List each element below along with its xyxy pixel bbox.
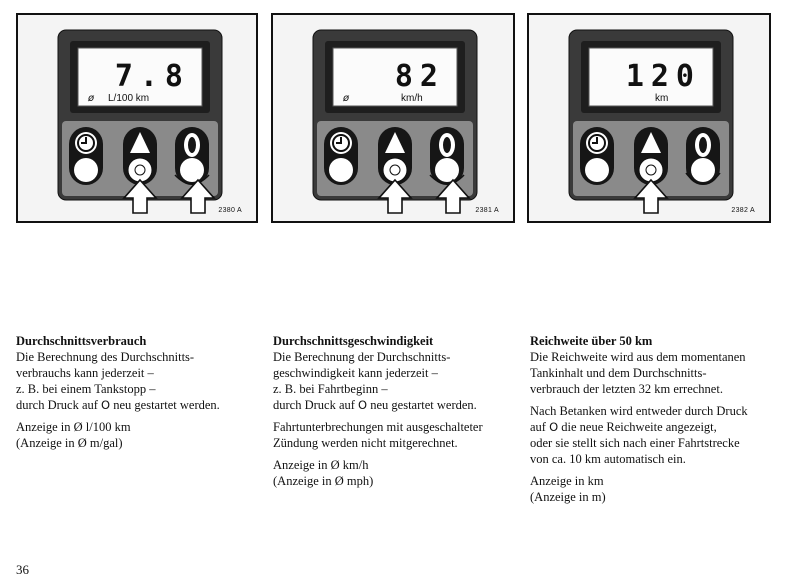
up-arrow-icon	[377, 178, 413, 214]
press-indicator	[174, 174, 210, 185]
up-arrow-icon	[180, 178, 216, 214]
text-line: z. B. bei Fahrtbeginn –	[273, 382, 388, 396]
button-cap	[74, 158, 98, 182]
lcd-screen	[77, 47, 203, 107]
average-symbol: ø	[342, 93, 350, 104]
text-line: oder sie stellt sich nach einer Fahrtstr…	[530, 436, 740, 450]
lcd-screen	[588, 47, 714, 107]
display-value: 82	[395, 59, 445, 94]
text-line: Anzeige in Ø km/h	[273, 458, 369, 472]
trip-computer-illustration: 82 ø km/h	[312, 29, 478, 214]
display-unit: L/100 km	[108, 93, 149, 104]
button-cap	[691, 158, 715, 182]
average-symbol: ø	[87, 93, 95, 104]
text-line: geschwindigkeit kann jederzeit –	[273, 366, 438, 380]
press-indicator	[429, 174, 465, 185]
display-value: 120	[626, 59, 701, 94]
text-line: auf O die neue Reichweite angezeigt,	[530, 420, 717, 434]
text-line: verbrauchs kann jederzeit –	[16, 366, 154, 380]
text-line: Die Berechnung des Durchschnitts-	[16, 350, 195, 364]
figure-average-speed: 82 ø km/h 2381 A	[271, 13, 515, 223]
text-line: Nach Betanken wird entweder durch Druck	[530, 404, 748, 418]
text-line: Die Reichweite wird aus dem momentanen	[530, 350, 746, 364]
text-line: durch Druck auf O neu gestartet werden.	[16, 398, 220, 412]
section-heading: Reichweite über 50 km	[530, 334, 653, 348]
lcd-screen	[332, 47, 458, 107]
figure-code: 2382 A	[731, 207, 755, 214]
reset-key-symbol: O	[101, 398, 111, 412]
text-line: Zündung werden nicht mitgerechnet.	[273, 436, 458, 450]
text-line: (Anzeige in m)	[530, 490, 606, 504]
text-line: Anzeige in Ø l/100 km	[16, 420, 131, 434]
press-indicator	[685, 172, 721, 185]
section-average-consumption: Durchschnittsverbrauch Die Berechnung de…	[16, 333, 220, 457]
button-cap	[585, 158, 609, 182]
trip-computer-illustration: 7.8 ø L/100 km	[57, 29, 223, 214]
figure-code: 2381 A	[475, 207, 499, 214]
page-number: 36	[16, 562, 29, 577]
reset-key-symbol: O	[549, 420, 559, 434]
section-range: Reichweite über 50 km Die Reichweite wir…	[530, 333, 748, 511]
text-line: (Anzeige in Ø m/gal)	[16, 436, 123, 450]
text-line: Tankinhalt und dem Durchschnitts-	[530, 366, 707, 380]
display-unit: km/h	[401, 93, 423, 104]
text-line: Die Berechnung der Durchschnitts-	[273, 350, 451, 364]
section-average-speed: Durchschnittsgeschwindigkeit Die Berechn…	[273, 333, 483, 495]
text-line: (Anzeige in Ø mph)	[273, 474, 374, 488]
button-cap	[329, 158, 353, 182]
up-arrow-icon	[435, 178, 471, 214]
up-arrow-icon	[122, 178, 158, 214]
up-triangle-icon	[641, 132, 661, 153]
text-line: Fahrtunterbrechungen mit ausgeschalteter	[273, 420, 483, 434]
button-cap	[435, 158, 459, 182]
figure-code: 2380 A	[218, 207, 242, 214]
up-arrow-icon	[633, 178, 669, 214]
up-triangle-icon	[385, 132, 405, 153]
text-line: durch Druck auf O neu gestartet werden.	[273, 398, 477, 412]
text-line: von ca. 10 km automatisch ein.	[530, 452, 686, 466]
display-unit: km	[655, 93, 668, 104]
figure-average-consumption: 7.8 ø L/100 km 2380 A	[16, 13, 258, 223]
text-line: verbrauch der letzten 32 km errechnet.	[530, 382, 723, 396]
text-line: z. B. bei einem Tankstopp –	[16, 382, 156, 396]
section-heading: Durchschnittsverbrauch	[16, 334, 147, 348]
display-value: 7.8	[115, 59, 190, 94]
up-triangle-icon	[130, 132, 150, 153]
button-cap	[180, 158, 204, 182]
reset-key-symbol: O	[358, 398, 368, 412]
section-heading: Durchschnittsgeschwindigkeit	[273, 334, 434, 348]
text-line: Anzeige in km	[530, 474, 604, 488]
